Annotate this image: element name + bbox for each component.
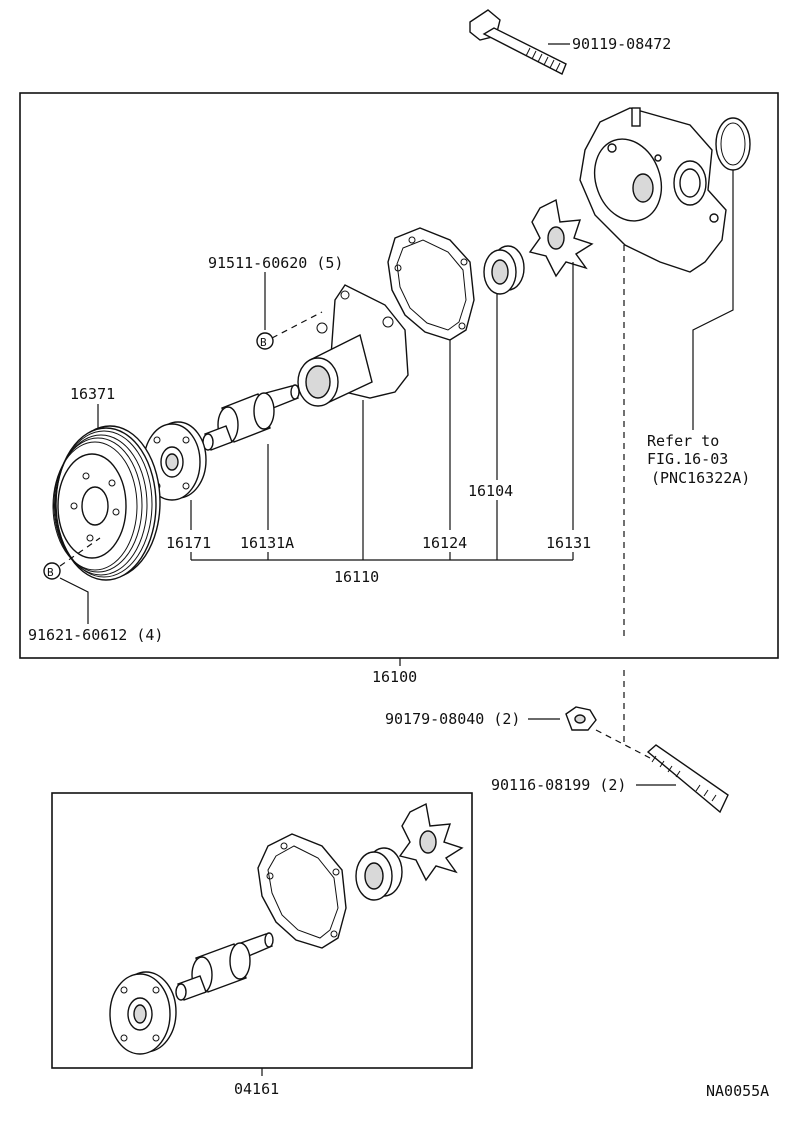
callout-b-top [256,332,274,350]
label-gasket: 16124 [422,534,467,552]
pump-housing-icon [579,107,727,273]
bolt-icon [469,9,567,75]
label-seat: 16171 [166,534,211,552]
o-ring-icon [715,117,751,171]
label-seal: 16104 [468,482,513,500]
callout-b-top-label: B [260,336,267,349]
label-bolt-b-bottom: 91621-60612 (4) [28,626,163,644]
label-assembly: 16100 [372,668,417,686]
label-nut: 90179-08040 (2) [385,710,520,728]
figure-code: NA0055A [706,1082,769,1100]
pump-body-icon [297,284,409,407]
kit-impeller-icon [398,802,464,882]
seal-icon [483,245,525,295]
label-bolt-b-top: 91511-60620 (5) [208,254,343,272]
label-rotor: 16131 [546,534,591,552]
impeller-icon [528,198,594,278]
stud-icon [646,744,729,814]
kit-gasket-icon [257,833,347,949]
label-stud: 90116-08199 (2) [491,776,626,794]
kit-seal-icon [355,847,403,901]
nut-icon [565,706,597,731]
label-body: 16110 [334,568,379,586]
shaft-bearing-icon [202,384,300,451]
gasket-icon [387,227,475,341]
kit-seat-icon [109,971,177,1055]
kit-shaft-icon [175,932,274,1001]
label-refer-1: Refer to [647,432,719,450]
assembly-frame [19,92,779,659]
label-refer-2: FIG.16-03 [647,450,728,468]
callout-b-bottom [43,562,61,580]
label-kit: 04161 [234,1080,279,1098]
label-pulley: 16371 [70,385,115,403]
pulley-icon [52,425,161,581]
label-bolt-top: 90119-08472 [572,35,671,53]
callout-b-bottom-label: B [47,566,54,579]
label-refer-3: (PNC16322A) [651,469,750,487]
label-shaft: 16131A [240,534,294,552]
